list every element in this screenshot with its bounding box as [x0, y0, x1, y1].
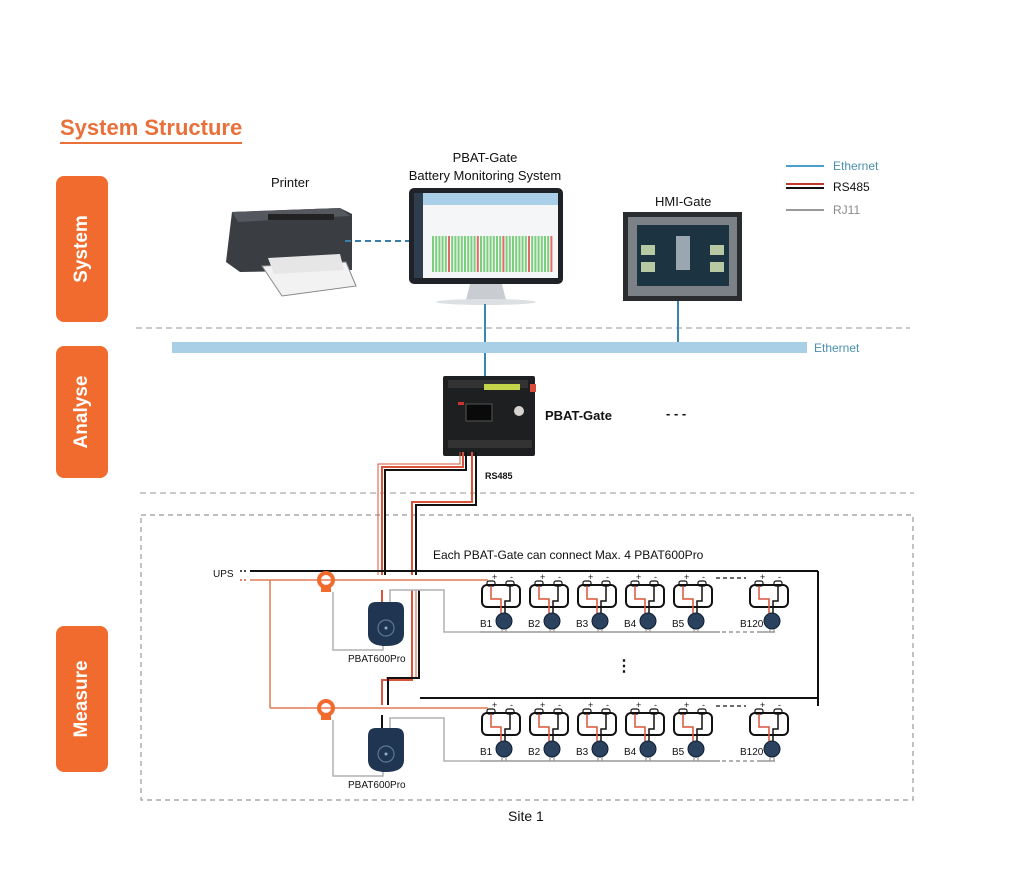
hmi-gate-label: HMI-Gate: [655, 194, 712, 209]
battery-label: B5: [672, 619, 685, 630]
cell-sensor-icon: [687, 740, 705, 758]
legend: [786, 165, 824, 211]
bms-label-line1: PBAT-Gate: [452, 150, 518, 165]
more-gates-indicator: - - -: [666, 406, 687, 421]
svg-text:-: -: [606, 700, 609, 710]
legend-ethernet-label: Ethernet: [833, 159, 879, 173]
pbat600pro-icon: [368, 728, 404, 772]
cell-sensor-icon: [687, 612, 705, 630]
svg-text:+: +: [588, 572, 593, 582]
battery-label: B4: [624, 619, 637, 630]
cell-sensor-icon: [763, 612, 781, 630]
cell-sensor-icon: [495, 740, 513, 758]
legend-rj11-label: RJ11: [833, 203, 861, 217]
cell-sensor-icon: [543, 740, 561, 758]
svg-text:+: +: [760, 700, 765, 710]
cell-sensor-icon: [639, 740, 657, 758]
printer-label: Printer: [271, 175, 310, 190]
svg-text:+: +: [636, 572, 641, 582]
max-connection-note: Each PBAT-Gate can connect Max. 4 PBAT60…: [433, 548, 704, 562]
bms-label-line2: Battery Monitoring System: [408, 168, 562, 183]
cell-sensor-icon: [543, 612, 561, 630]
pbat600pro-label-1: PBAT600Pro: [348, 654, 406, 665]
rs485-cables: [377, 452, 477, 730]
cell-sensor-icon: [591, 612, 609, 630]
page-title: System Structure: [60, 115, 243, 144]
current-sensor-icon: [317, 699, 335, 720]
battery-label: B3: [576, 619, 589, 630]
ups-bus: [240, 570, 819, 709]
hmi-gate-icon: [623, 212, 742, 301]
svg-text:+: +: [540, 572, 545, 582]
pbat600pro-icon: [368, 602, 404, 646]
legend-rs485-label: RS485: [833, 180, 870, 194]
battery-label: B120: [740, 747, 764, 758]
cell-sensor-icon: [639, 612, 657, 630]
pbat600pro-label-2: PBAT600Pro: [348, 780, 406, 791]
svg-text:+: +: [492, 572, 497, 582]
tier-analyse: Analyse: [56, 346, 108, 478]
battery-label: B3: [576, 747, 589, 758]
pbat-gate-label: PBAT-Gate: [545, 408, 612, 423]
tier-measure: Measure: [56, 626, 108, 772]
svg-text:+: +: [684, 572, 689, 582]
current-sensor-icon: [317, 571, 335, 592]
svg-text:-: -: [654, 700, 657, 710]
svg-text:+: +: [492, 700, 497, 710]
tier-system: System: [56, 176, 108, 322]
rs485-label: RS485: [485, 471, 513, 481]
ups-label: UPS: [213, 569, 234, 580]
svg-text:-: -: [558, 700, 561, 710]
rj11-cables: [332, 589, 480, 777]
site-label: Site 1: [508, 808, 544, 824]
svg-text:+: +: [588, 700, 593, 710]
svg-text:-: -: [778, 572, 781, 582]
battery-label: B2: [528, 619, 541, 630]
svg-text:-: -: [702, 572, 705, 582]
svg-text:-: -: [558, 572, 561, 582]
svg-text:-: -: [654, 572, 657, 582]
bms-monitor-icon: [409, 188, 563, 305]
svg-text:+: +: [760, 572, 765, 582]
svg-text:-: -: [702, 700, 705, 710]
printer-icon: [226, 208, 357, 297]
site-boundary: [140, 514, 914, 801]
svg-text:-: -: [778, 700, 781, 710]
svg-text:+: +: [684, 700, 689, 710]
cell-sensor-icon: [591, 740, 609, 758]
svg-text:-: -: [606, 572, 609, 582]
battery-label: B1: [480, 619, 493, 630]
more-strings-ellipsis: ⋮: [616, 658, 632, 675]
cell-sensor-icon: [495, 612, 513, 630]
battery-label: B120: [740, 619, 764, 630]
ethernet-bus-label: Ethernet: [814, 341, 860, 355]
battery-label: B2: [528, 747, 541, 758]
svg-text:-: -: [510, 700, 513, 710]
svg-text:+: +: [540, 700, 545, 710]
pbat-gate-icon: [443, 376, 536, 456]
battery-label: B4: [624, 747, 637, 758]
svg-text:+: +: [636, 700, 641, 710]
cell-sensor-icon: [763, 740, 781, 758]
svg-text:-: -: [510, 572, 513, 582]
battery-label: B1: [480, 747, 493, 758]
ethernet-bus: [172, 342, 807, 353]
battery-label: B5: [672, 747, 685, 758]
